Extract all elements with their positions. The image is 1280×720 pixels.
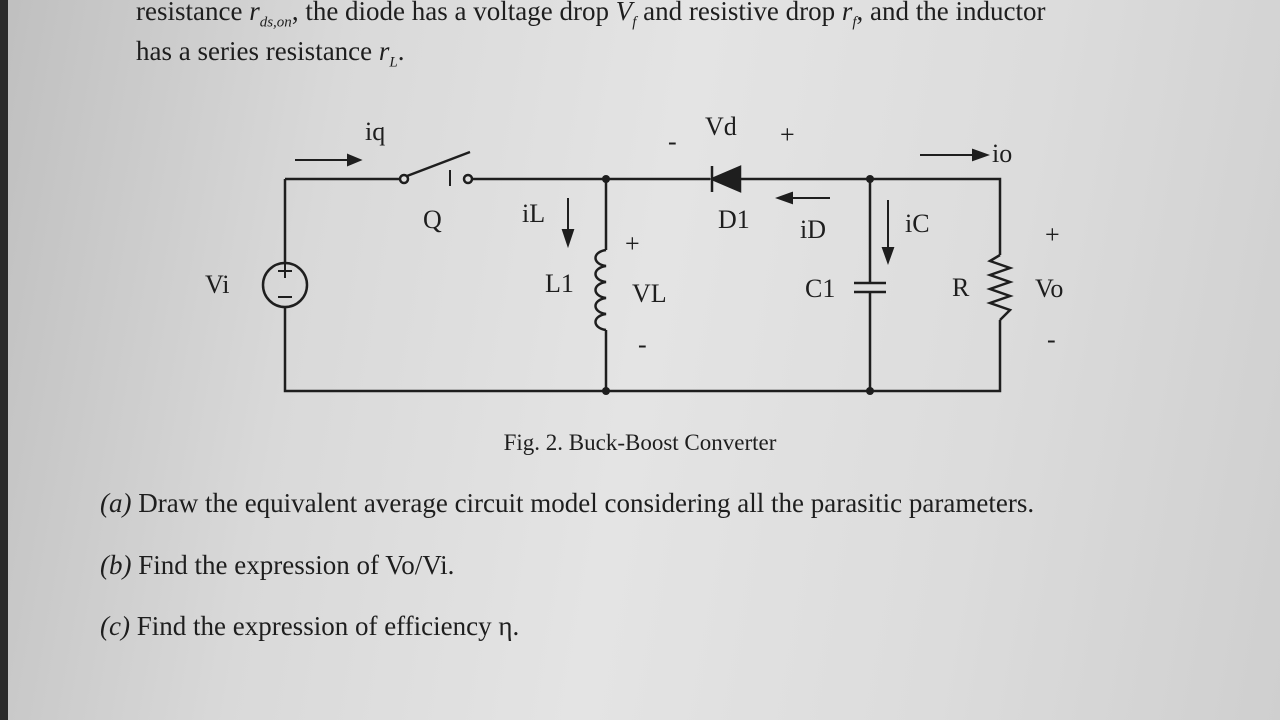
label-vo-plus: +	[1045, 220, 1060, 249]
label-vl: VL	[632, 279, 667, 308]
junction-dots	[602, 175, 874, 395]
label-il: iL	[522, 199, 545, 228]
label-vd-minus: -	[668, 127, 677, 156]
screen-bezel	[0, 0, 8, 720]
label-vi: Vi	[205, 270, 229, 299]
question-b: (b) Find the expression of Vo/Vi.	[100, 550, 454, 581]
label-iq: iq	[365, 117, 385, 146]
label-vl-minus: -	[638, 330, 647, 359]
voltage-source-icon	[261, 261, 309, 309]
question-text: Draw the equivalent average circuit mode…	[138, 488, 1035, 518]
question-c: (c) Find the expression of efficiency η.	[100, 611, 519, 642]
current-arrows	[295, 148, 990, 265]
label-c1: C1	[805, 274, 835, 303]
label-d1: D1	[718, 205, 750, 234]
intro-line-2: has a series resistance rL.	[136, 36, 405, 71]
label-io: io	[992, 139, 1012, 168]
intro-line-1: resistance rds,on, the diode has a volta…	[136, 0, 1046, 31]
question-text: Find the expression of Vo/Vi.	[138, 550, 455, 580]
question-tag: (a)	[100, 488, 132, 518]
label-q: Q	[423, 205, 442, 234]
question-tag: (c)	[100, 611, 130, 641]
label-vd-plus: +	[780, 120, 795, 149]
label-l1: L1	[545, 269, 574, 298]
diode-icon	[708, 165, 742, 193]
label-ic: iC	[905, 209, 930, 238]
question-tag: (b)	[100, 550, 132, 580]
circuit-wires	[283, 177, 1002, 393]
label-vo: Vo	[1035, 274, 1063, 303]
switch-icon	[398, 150, 474, 186]
question-a: (a) Draw the equivalent average circuit …	[100, 488, 1034, 519]
resistor-icon	[986, 253, 1014, 321]
question-text: Find the expression of efficiency η.	[136, 611, 520, 641]
capacitor-icon	[854, 281, 886, 294]
inductor-icon	[594, 248, 607, 332]
label-id: iD	[800, 215, 826, 244]
label-vd: Vd	[705, 112, 737, 141]
label-r: R	[952, 273, 970, 302]
label-vl-plus: +	[625, 229, 640, 258]
label-vo-minus: -	[1047, 325, 1056, 354]
figure-caption: Fig. 2. Buck-Boost Converter	[503, 430, 777, 455]
